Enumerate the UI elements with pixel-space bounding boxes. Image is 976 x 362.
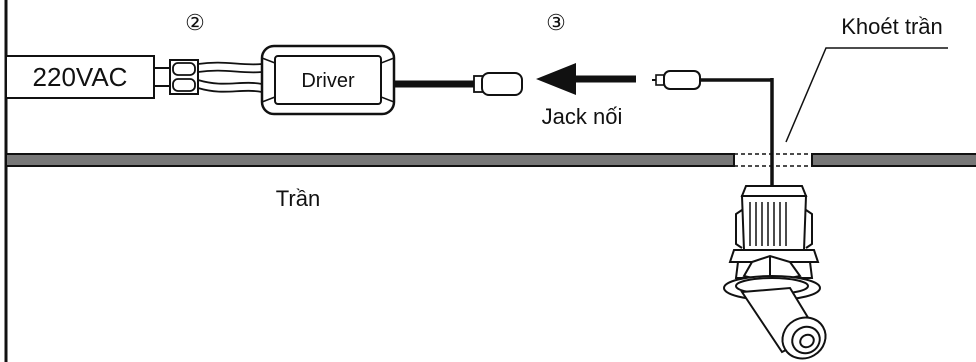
ceiling-label: Trần	[276, 186, 320, 211]
lamp-cable	[700, 78, 774, 186]
female-jack-connector	[473, 72, 523, 96]
connect-arrow	[536, 63, 636, 95]
ceiling-board	[5, 153, 976, 167]
input-wires	[197, 61, 263, 93]
cutout-label: Khoét trần	[841, 14, 943, 39]
driver-unit: Driver	[260, 44, 396, 116]
power-source-box: 220VAC	[5, 55, 155, 99]
driver-label: Driver	[301, 70, 355, 92]
jack-label: Jack nối	[542, 104, 623, 129]
voltage-label: 220VAC	[33, 62, 128, 92]
step-3-marker: ③	[546, 10, 566, 35]
spotlight-fixture	[723, 185, 827, 360]
step-2-marker: ②	[185, 10, 205, 35]
terminal-block	[154, 59, 199, 95]
cutout-leader-line	[785, 47, 948, 143]
male-jack-connector	[652, 70, 701, 90]
